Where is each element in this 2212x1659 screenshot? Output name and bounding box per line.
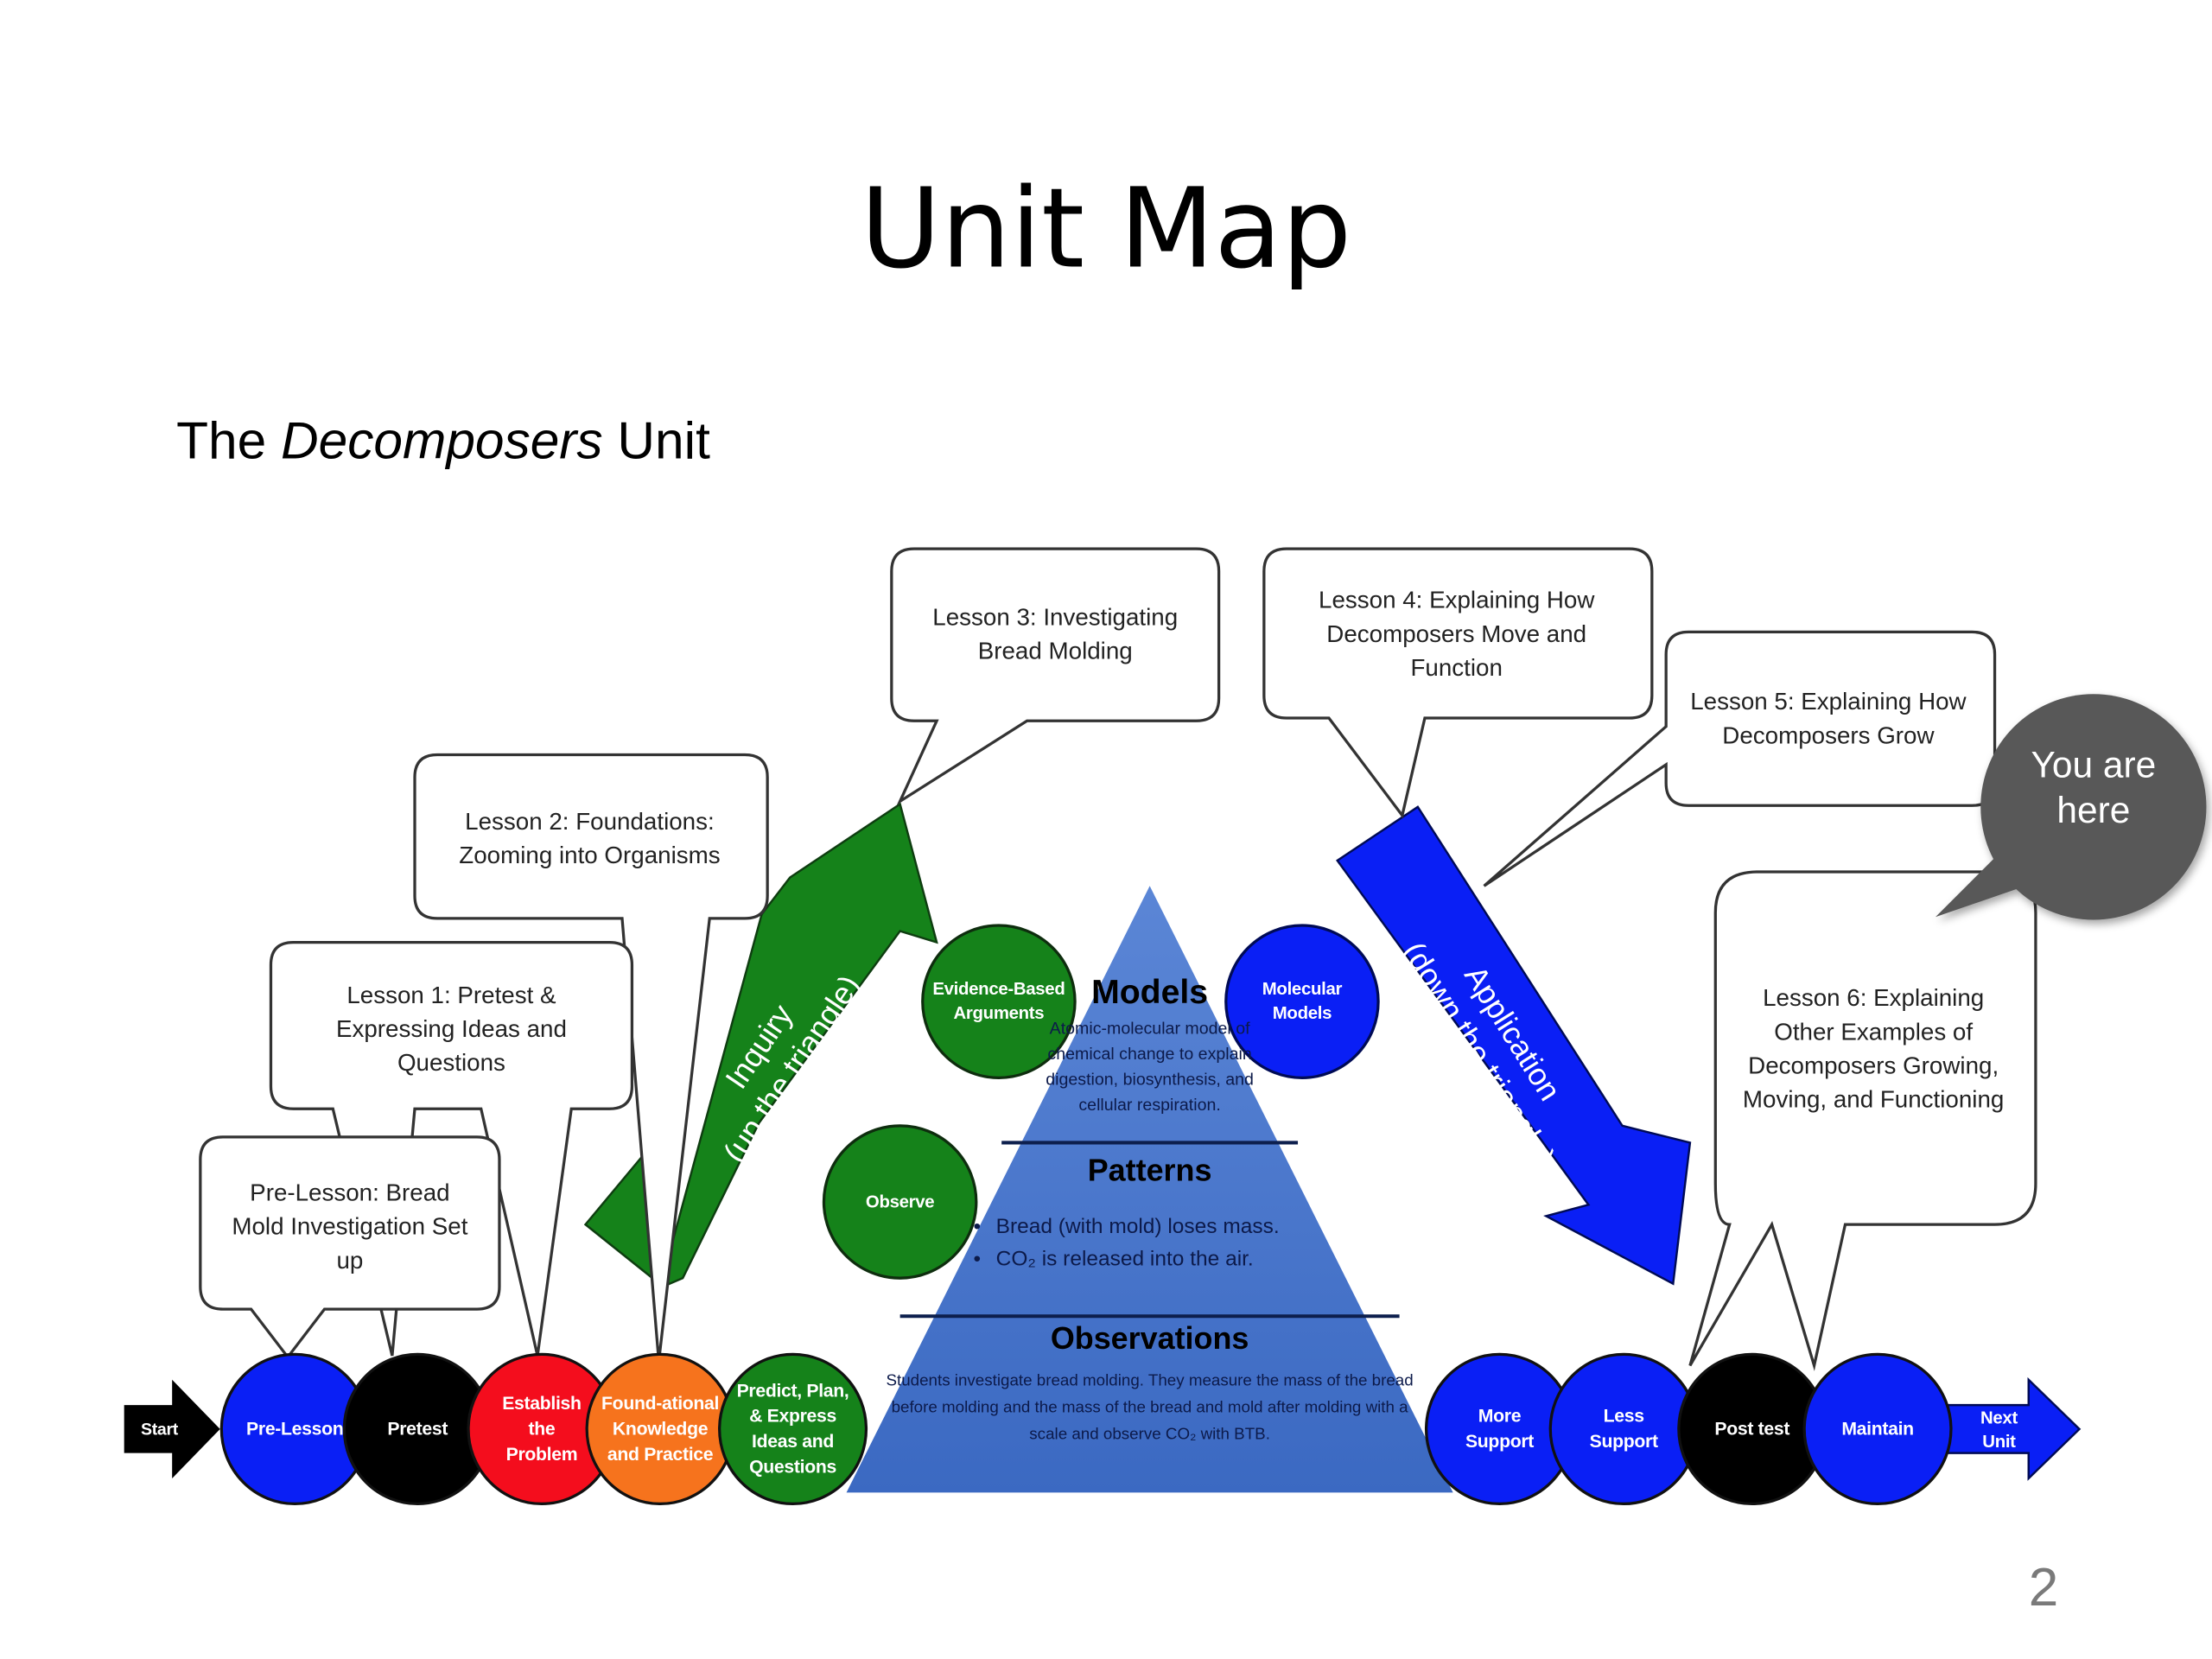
you-are-here-bubble [1935,694,2207,920]
molecular-circle-label: Molecular Models [1262,979,1343,1023]
tier-patterns-title: Patterns [1087,1152,1212,1188]
callout-lesson-5: Lesson 5: Explaining How Decomposers Gro… [1690,688,1967,749]
callout-lesson-2: Lesson 2: Foundations: Zooming into Orga… [459,808,721,869]
callout-lesson-5-shape [1483,630,1997,887]
slide-title: Unit Map [860,166,1352,294]
application-arrow [1336,805,1692,1286]
node-predict-shape [718,1352,868,1506]
callout-lesson-3-shape [890,547,1221,805]
callout-lesson-2-shape [413,753,769,1362]
next-unit-arrow [1945,1376,2082,1481]
evidence-circle-label: Evidence-Based Arguments [932,979,1065,1023]
timeline-node-maintain: Maintain [1841,1417,1914,1440]
you-are-here-label: You are here [2031,743,2157,831]
tier-models-body: Atomic-molecular model of chemical chang… [1046,1018,1254,1115]
timeline-node-establish-the-problem: Establish the Problem [502,1392,582,1465]
triangle-shape [846,886,1453,1493]
timeline-node-less-support: Less Support [1589,1405,1658,1452]
tier-patterns-list: Bread (with mold) loses mass. CO₂ is rel… [974,1211,1355,1275]
tier-models-title: Models [1091,973,1209,1012]
pattern-item: CO₂ is released into the air. [974,1243,1355,1275]
timeline-node-predict-plan-express: Predict, Plan, & Express Ideas and Quest… [736,1379,849,1478]
callout-lesson-1-shape [269,940,634,1357]
timeline-node-pre-lesson: Pre-Lesson [246,1417,344,1440]
callout-lesson-4: Lesson 4: Explaining How Decomposers Mov… [1319,587,1595,682]
timeline-node-foundational-knowledge: Found-ational Knowledge and Practice [601,1392,720,1465]
callout-lesson-4-shape [1262,547,1654,819]
callout-pre-lesson: Pre-Lesson: Bread Mold Investigation Set… [232,1179,468,1274]
evidence-circle [921,924,1077,1079]
node-maintain-shape [1802,1352,1953,1506]
tier-observations-body: Students investigate bread molding. They… [886,1372,1414,1444]
timeline-node-pretest: Pretest [387,1417,448,1440]
start-label: Start [140,1419,178,1440]
subtitle-italic: Decomposers [280,411,603,470]
callout-lesson-3: Lesson 3: Investigating Bread Molding [932,603,1179,664]
observe-circle [822,1124,978,1280]
callout-shapes [199,547,2037,1371]
page-number: 2 [2028,1559,2059,1618]
timeline-node-shapes [219,1352,1953,1506]
tier-observations-title: Observations [1050,1320,1249,1356]
next-unit-label: Next Unit [1980,1408,2018,1452]
observe-circle-label: Observe [865,1191,935,1211]
callout-lesson-6: Lesson 6: Explaining Other Examples of D… [1742,984,2005,1114]
timeline-node-post-test: Post test [1714,1417,1790,1440]
pattern-item: Bread (with mold) loses mass. [974,1211,1355,1243]
subtitle-prefix: The [176,411,281,470]
slide-subtitle: The Decomposers Unit [176,412,710,472]
subtitle-suffix: Unit [602,411,710,470]
knowledge-triangle [846,886,1453,1493]
callout-lesson-1: Lesson 1: Pretest & Expressing Ideas and… [335,982,567,1077]
start-arrow [124,1379,220,1479]
timeline-node-more-support: More Support [1465,1405,1535,1452]
callout-pre-lesson-shape [199,1135,501,1360]
molecular-circle [1224,924,1380,1079]
